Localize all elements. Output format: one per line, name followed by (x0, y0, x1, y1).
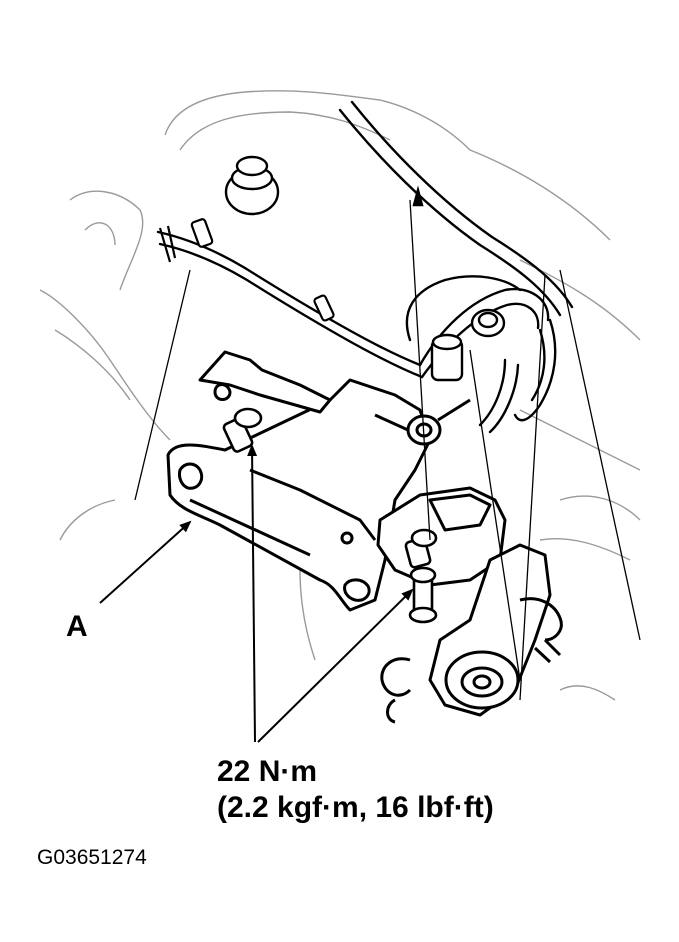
torque-spec: 22 N·m (217, 755, 318, 788)
part-a-label: A (66, 610, 88, 643)
figure-id: G03651274 (37, 846, 147, 869)
torque-spec-alt-units: (2.2 kgf·m, 16 lbf·ft) (217, 791, 494, 824)
rubber-grommet (224, 155, 280, 216)
hose-fittings (412, 185, 506, 382)
engine-bay-background (39, 90, 641, 701)
alignment-lines (134, 199, 641, 701)
hose-clips (158, 218, 335, 322)
mount-bracket-a (166, 350, 432, 612)
vacuum-actuator (376, 486, 563, 724)
mount-bolts (222, 407, 438, 624)
vacuum-hoses (156, 100, 574, 434)
leader-arrows (99, 444, 414, 743)
